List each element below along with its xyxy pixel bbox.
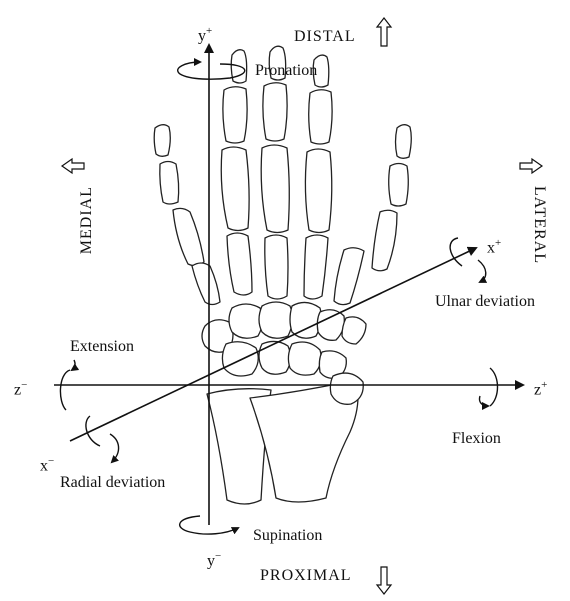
x-positive-label: x+ xyxy=(487,234,501,257)
lateral-label: LATERAL xyxy=(530,186,548,264)
ulnar-deviation-rotation-icon xyxy=(450,238,486,282)
ulnar-deviation-label: Ulnar deviation xyxy=(435,293,535,311)
supination-label: Supination xyxy=(253,527,322,545)
y-positive-label: y+ xyxy=(198,22,212,45)
x-negative-label: x− xyxy=(40,452,54,475)
flexion-rotation-icon xyxy=(479,368,497,406)
radial-deviation-label: Radial deviation xyxy=(60,474,165,492)
extension-label: Extension xyxy=(70,338,134,356)
distal-arrow-icon xyxy=(377,18,391,46)
medial-label: MEDIAL xyxy=(78,186,96,254)
radial-deviation-rotation-icon xyxy=(86,416,119,462)
pronation-label: Pronation xyxy=(255,62,317,80)
proximal-arrow-icon xyxy=(377,567,391,594)
medial-arrow-icon xyxy=(62,159,84,173)
flexion-label: Flexion xyxy=(452,430,501,448)
z-negative-label: z− xyxy=(14,376,27,399)
y-negative-label: y− xyxy=(207,547,221,570)
proximal-label: PROXIMAL xyxy=(260,567,352,585)
lateral-arrow-icon xyxy=(520,159,542,173)
hand-skeleton xyxy=(154,46,411,504)
distal-label: DISTAL xyxy=(294,28,356,46)
z-positive-label: z+ xyxy=(534,376,547,399)
